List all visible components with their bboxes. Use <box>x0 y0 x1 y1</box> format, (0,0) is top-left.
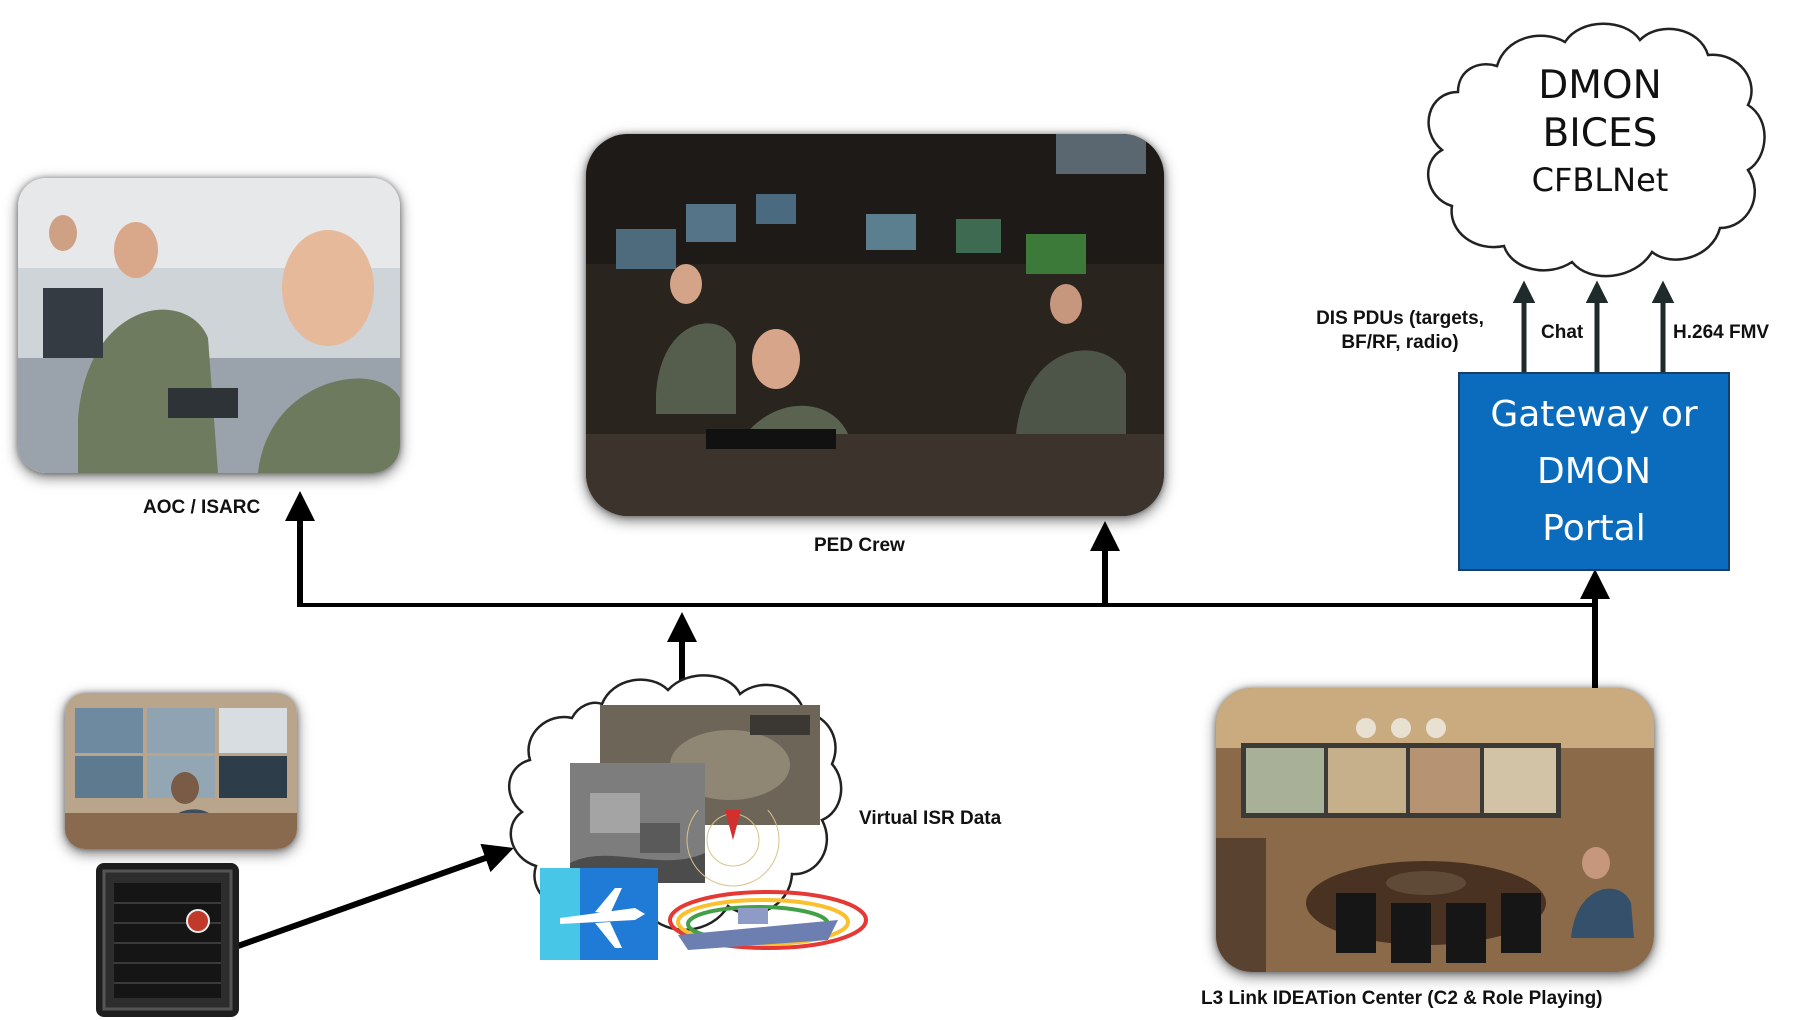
server-case-photo <box>96 863 239 1017</box>
isr-radar-plot <box>665 810 800 895</box>
workstation-photo <box>65 693 297 849</box>
gateway-box: Gateway or DMON Portal <box>1458 372 1730 571</box>
dis-pdus-label: DIS PDUs (targets, BF/RF, radio) <box>1300 307 1500 355</box>
gateway-line-3: Portal <box>1542 508 1646 549</box>
gateway-line-1: Gateway or <box>1490 394 1698 435</box>
gateway-line-2: DMON <box>1536 451 1652 492</box>
fmv-label: H.264 FMV <box>1673 322 1770 343</box>
cloud-cfblnet: CFBLNet <box>1531 161 1669 199</box>
isr-radar-image <box>570 763 705 883</box>
arrow-server-to-isr <box>236 843 514 949</box>
aoc-photo <box>18 178 400 473</box>
ideation-center-photo <box>1216 688 1654 972</box>
aoc-label: AOC / ISARC <box>143 497 261 518</box>
virtual-isr-label: Virtual ISR Data <box>859 808 1002 829</box>
network-cloud-label: DMON BICES CFBLNet <box>1490 62 1710 202</box>
dis-pdus-line-2: BF/RF, radio) <box>1341 332 1459 353</box>
network-cloud-shape <box>1426 22 1766 278</box>
ped-photo <box>586 134 1164 516</box>
cloud-bices: BICES <box>1542 111 1658 156</box>
ped-label: PED Crew <box>814 535 905 556</box>
dis-pdus-line-1: DIS PDUs (targets, <box>1316 308 1484 329</box>
ideation-label: L3 Link IDEATion Center (C2 & Role Playi… <box>1201 988 1603 1009</box>
isr-aircraft-signature <box>540 868 658 960</box>
isr-ship-signature <box>658 880 868 960</box>
cloud-dmon: DMON <box>1538 63 1662 108</box>
chat-label: Chat <box>1541 322 1584 343</box>
